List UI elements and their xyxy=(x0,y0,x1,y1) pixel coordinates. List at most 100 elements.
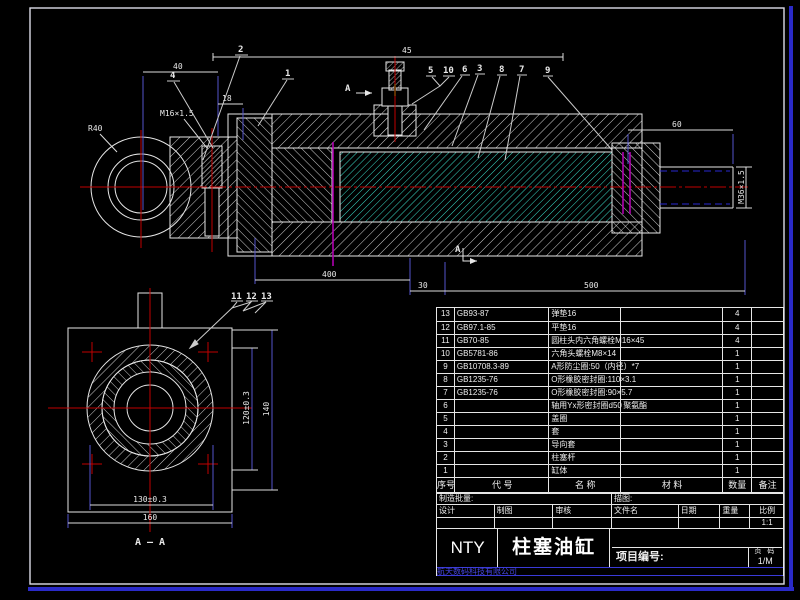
bom-qty: 1 xyxy=(722,361,751,373)
bom-code xyxy=(453,465,548,477)
balloon-10: 10 xyxy=(443,66,454,76)
main-dimensions: 40 18 M16×1.5 R40 45 60 M36×1.5 400 30 5… xyxy=(88,46,752,295)
bom-qty: 1 xyxy=(722,439,751,451)
dim-m16: M16×1.5 xyxy=(160,109,194,118)
bom-name: 缸体 xyxy=(548,465,620,477)
bom-remark xyxy=(751,322,783,334)
bom-name: 弹垫16 xyxy=(548,308,620,321)
title-block: 制造批量: 描图: 设计 制图 审核 文件名 日期 重量 比例 1:1 NTY … xyxy=(436,492,784,576)
bom-remark xyxy=(751,439,783,451)
bom-header-name: 名 称 xyxy=(548,478,620,493)
bom-remark xyxy=(751,465,783,477)
dim-400: 400 xyxy=(322,270,337,279)
bom-remark xyxy=(751,374,783,386)
section-aa-title: A — A xyxy=(135,537,165,548)
right-cap xyxy=(611,142,661,234)
bom-qty: 1 xyxy=(722,400,751,412)
table-row: 5 盖圈 1 xyxy=(437,412,783,425)
bom-qty: 4 xyxy=(722,322,751,334)
bom-material xyxy=(619,465,722,477)
bom-code: GB1235-76 xyxy=(453,387,548,399)
bom-name: 柱塞杆 xyxy=(548,452,620,464)
bom-material xyxy=(619,348,722,360)
table-row: 8 GB1235-76 O形橡胶密封圈:110×3.1 1 xyxy=(437,373,783,386)
table-row: 10 GB5781-86 六角头螺栓M8×14 1 xyxy=(437,347,783,360)
design-label: 设计 xyxy=(439,506,455,515)
bom-header-no: 序号 xyxy=(437,480,456,490)
bom-name: O形橡胶密封圈:110×3.1 xyxy=(548,374,636,386)
bom-remark xyxy=(751,452,783,464)
aa-balloons: 11 12 13 xyxy=(188,292,273,350)
bom-code: GB70-85 xyxy=(453,335,548,347)
bom-name: 导向套 xyxy=(548,439,620,451)
bom-remark xyxy=(751,387,783,399)
table-row: 12 GB97.1-85 平垫16 4 xyxy=(437,321,783,334)
balloon-4: 4 xyxy=(170,71,176,81)
dim-120: 120±0.3 xyxy=(242,391,251,425)
bom-name: O形橡胶密封圈:90×5.7 xyxy=(548,387,632,399)
bom-name: 套 xyxy=(548,426,620,438)
bom-code xyxy=(453,413,548,425)
balloon-13: 13 xyxy=(261,292,272,302)
bom-remark xyxy=(751,335,783,347)
dim-500: 500 xyxy=(584,281,599,290)
bom-remark xyxy=(751,413,783,425)
bom-material xyxy=(620,361,722,373)
project-number-label: 项目编号: xyxy=(612,548,749,567)
bom-no: 1 xyxy=(443,466,448,475)
bom-header-remark: 备注 xyxy=(751,478,783,493)
bom-code xyxy=(453,400,548,412)
bom-material xyxy=(620,335,722,347)
bom-no: 9 xyxy=(443,362,448,371)
bom-no: 10 xyxy=(440,349,450,358)
bom-qty: 1 xyxy=(722,348,751,360)
bom-no: 8 xyxy=(443,375,448,384)
page-number: 页 码 1/M xyxy=(749,548,782,567)
dim-45: 45 xyxy=(402,46,412,55)
tracing-label: 描图: xyxy=(610,493,783,504)
bom-no: 6 xyxy=(443,401,448,410)
section-cut-lines xyxy=(332,142,631,266)
balloon-11: 11 xyxy=(231,292,242,302)
table-row: 7 GB1235-76 O形橡胶密封圈:90×5.7 1 xyxy=(437,386,783,399)
bom-remark xyxy=(751,348,783,360)
balloon-5: 5 xyxy=(428,66,433,76)
table-row: 13 GB93-87 弹垫16 4 xyxy=(437,308,783,321)
bom-code: GB1235-76 xyxy=(453,374,548,386)
balloon-1: 1 xyxy=(285,69,290,79)
table-row: 9 GB10708.3-89 A形防尘圈:50（内径）*7 1 xyxy=(437,360,783,373)
weight-label: 重量 xyxy=(719,505,749,517)
balloon-12: 12 xyxy=(246,292,257,302)
table-row: 4 套 1 xyxy=(437,425,783,438)
bom-qty: 1 xyxy=(722,452,751,464)
bom-qty: 4 xyxy=(722,308,751,321)
table-row: 6 轴用Yx形密封圈d50 聚氨酯 1 xyxy=(437,399,783,412)
dim-18: 18 xyxy=(222,94,232,103)
bom-code: GB5781-86 xyxy=(453,348,548,360)
sheet-frame xyxy=(28,6,794,591)
section-aa-view: 130±0.3 160 120±0.3 140 11 12 13 A — A xyxy=(48,288,278,548)
bom-no: 3 xyxy=(443,440,448,449)
dim-r40: R40 xyxy=(88,124,103,133)
date-label: 日期 xyxy=(677,505,720,517)
dim-m36: M36×1.5 xyxy=(737,170,746,204)
model-code: NTY xyxy=(450,538,485,557)
bom-material xyxy=(619,413,722,425)
bom-name: A形防尘圈:50（内径）*7 xyxy=(548,361,639,373)
bom-qty: 1 xyxy=(722,413,751,425)
bom-remark xyxy=(751,426,783,438)
bom-material xyxy=(619,426,722,438)
table-row: 1 缸体 1 xyxy=(437,464,783,477)
bom-material xyxy=(620,374,722,386)
draft-label: 制图 xyxy=(493,505,553,517)
bom-material xyxy=(619,452,722,464)
company-name: 航天数码科技有限公司 xyxy=(437,567,783,576)
balloon-callouts: 2 4 1 5 10 6 3 8 7 9 xyxy=(167,45,613,161)
bom-qty: 1 xyxy=(722,426,751,438)
dim-60: 60 xyxy=(672,120,682,129)
title-block-main: NTY 柱塞油缸 项目编号: 页 码 1/M xyxy=(437,528,783,567)
section-mark-a2: A xyxy=(455,245,461,255)
bom-material xyxy=(619,322,722,334)
dim-40: 40 xyxy=(173,62,183,71)
